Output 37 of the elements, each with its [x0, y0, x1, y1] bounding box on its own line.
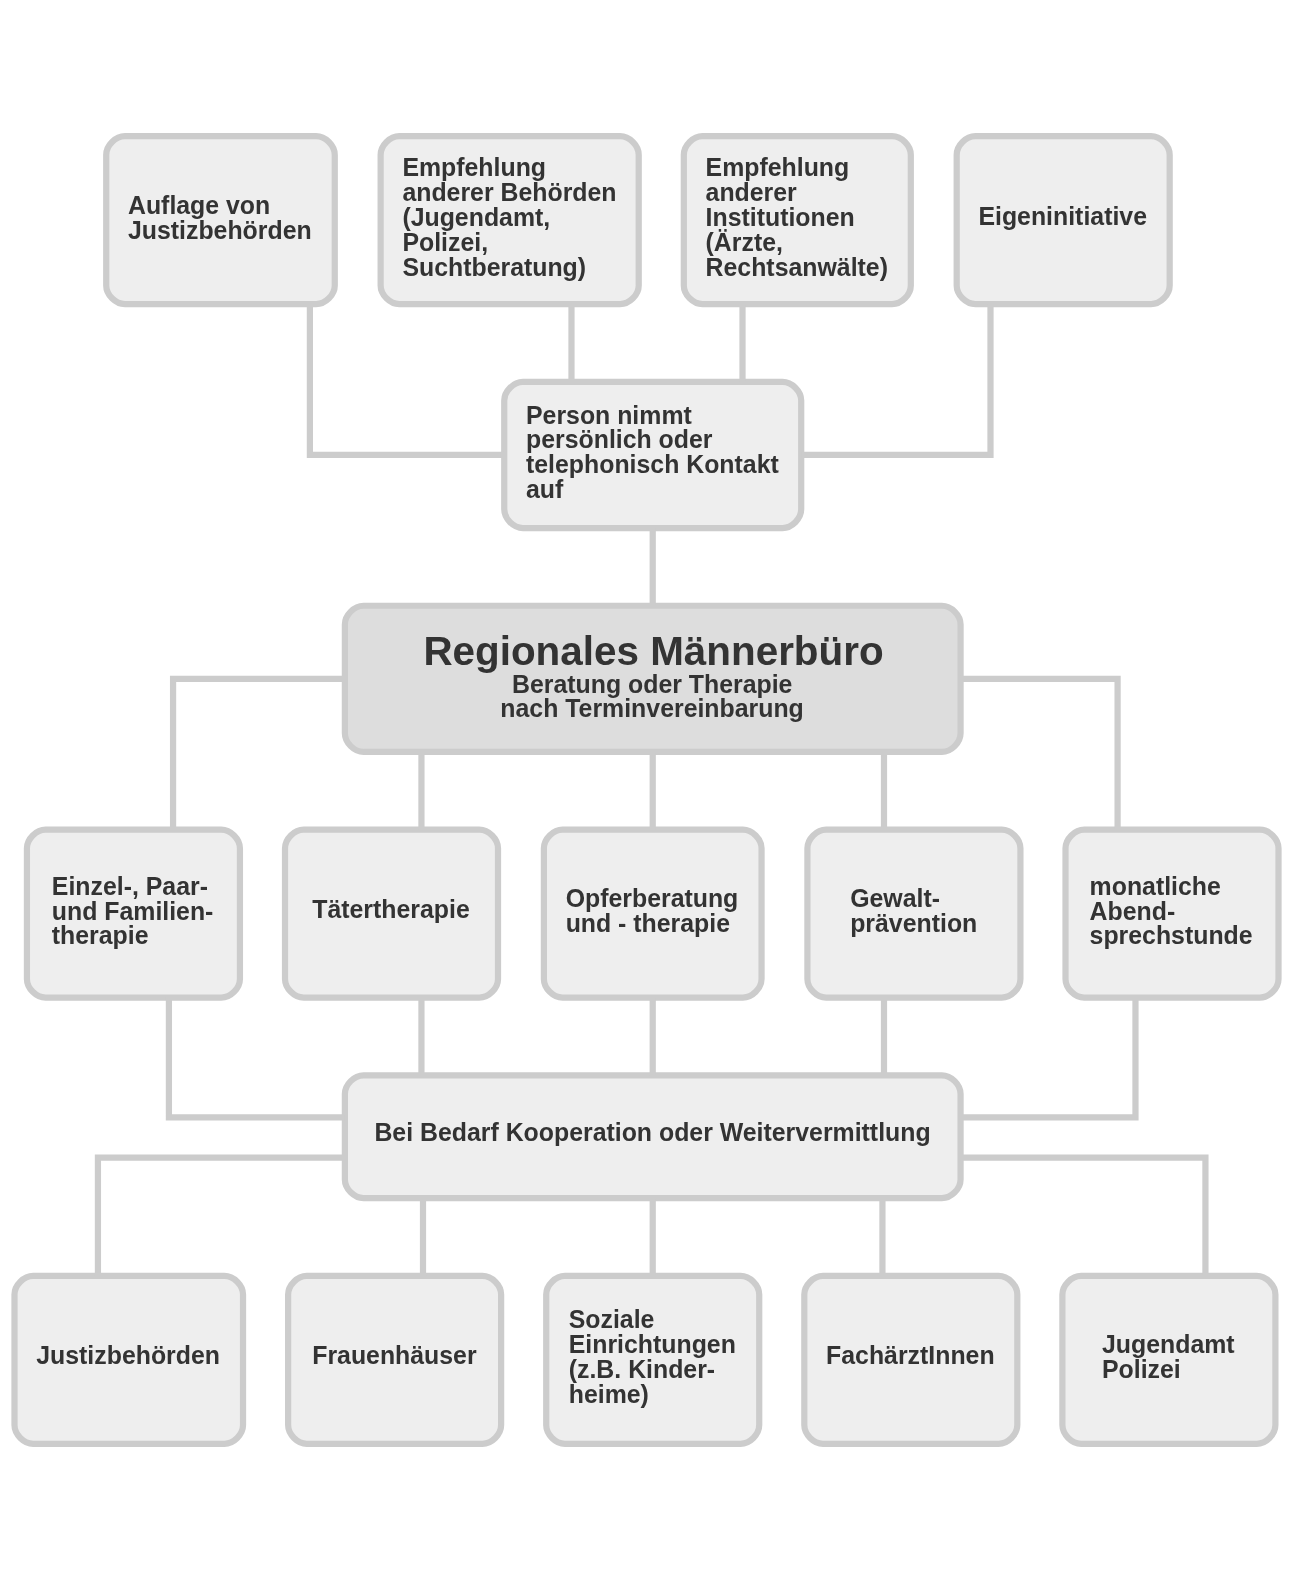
- node-box: Person nimmt persönlich oder telephonisch Kontakt auf: [501, 378, 805, 532]
- connector: [418, 997, 425, 1076]
- connector: [801, 304, 994, 459]
- node-box: Eigeninitiative: [953, 133, 1173, 308]
- connector: [169, 675, 345, 830]
- node-box: Jugendamt Polizei: [1059, 1272, 1279, 1447]
- node-box: Empfehlung anderer Institutionen (Ärzte, Rechtsanwälte): [680, 133, 914, 308]
- node-box: Einzel-, Paar- und Familien- therapie: [23, 826, 244, 1001]
- node-box: Opferberatung und - therapie: [540, 826, 765, 1001]
- connector: [879, 1198, 886, 1276]
- node-box: Auflage von Justizbehörden: [103, 133, 338, 308]
- node-box: Soziale Einrichtungen (z.B. Kinder- heime): [543, 1272, 763, 1447]
- connector: [880, 752, 888, 830]
- node-box: FachärztInnen: [801, 1272, 1021, 1447]
- connector: [568, 304, 575, 382]
- connector: [649, 1198, 656, 1276]
- node-box: Tätertherapie: [281, 826, 502, 1001]
- connector: [418, 752, 425, 830]
- connector: [961, 997, 1139, 1121]
- connector: [649, 528, 656, 606]
- connector: [739, 304, 746, 382]
- connector: [419, 1198, 427, 1276]
- node-box: Regionales Männerbüro Beratung oder Therapie nach Terminvereinbarung: [341, 602, 964, 755]
- connector: [880, 997, 888, 1076]
- connector: [960, 1154, 1209, 1276]
- node-box: Empfehlung anderer Behörden (Jugendamt, Polizei, Suchtberatung): [377, 133, 642, 308]
- connector: [165, 997, 345, 1121]
- connector: [960, 675, 1121, 830]
- connector: [94, 1154, 345, 1276]
- node-box: Frauenhäuser: [285, 1272, 505, 1447]
- node-box: Gewalt- prävention: [804, 826, 1024, 1001]
- node-box: monatliche Abend- sprechstunde: [1062, 826, 1282, 1001]
- connector: [306, 304, 504, 459]
- node-box: Bei Bedarf Kooperation oder Weitervermittlung: [341, 1072, 964, 1202]
- connector: [649, 997, 656, 1076]
- node-box: Justizbehörden: [11, 1272, 247, 1447]
- connector: [649, 752, 656, 830]
